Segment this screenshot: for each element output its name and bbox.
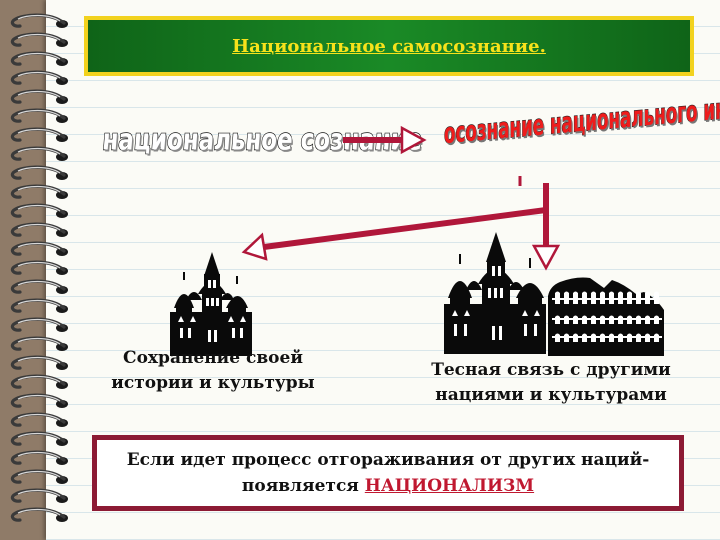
title-banner: Национальное самосознание. (84, 16, 694, 76)
spiral-binding-icon (10, 13, 68, 522)
cathedral-icon (444, 232, 546, 354)
conclusion-box: Если идет процесс отгораживания от други… (92, 435, 684, 511)
connection-caption: Тесная связь с другими нациями и культур… (431, 360, 671, 405)
conclusion-sentence: Если идет процесс отгораживания от други… (126, 450, 650, 496)
arrowhead-down-icon (531, 244, 561, 271)
arrowhead-right-icon (400, 125, 427, 155)
arrowhead-left-icon (241, 232, 268, 261)
cathedral-icon (170, 252, 252, 356)
colosseum-icon (548, 277, 664, 356)
preservation-caption: Сохранение своей истории и культуры (111, 348, 315, 393)
conclusion-text: Если идет процесс отгораживания от други… (97, 447, 679, 499)
page-title: Национальное самосознание. (232, 35, 546, 57)
nationalism-term: НАЦИОНАЛИЗМ (364, 476, 535, 496)
